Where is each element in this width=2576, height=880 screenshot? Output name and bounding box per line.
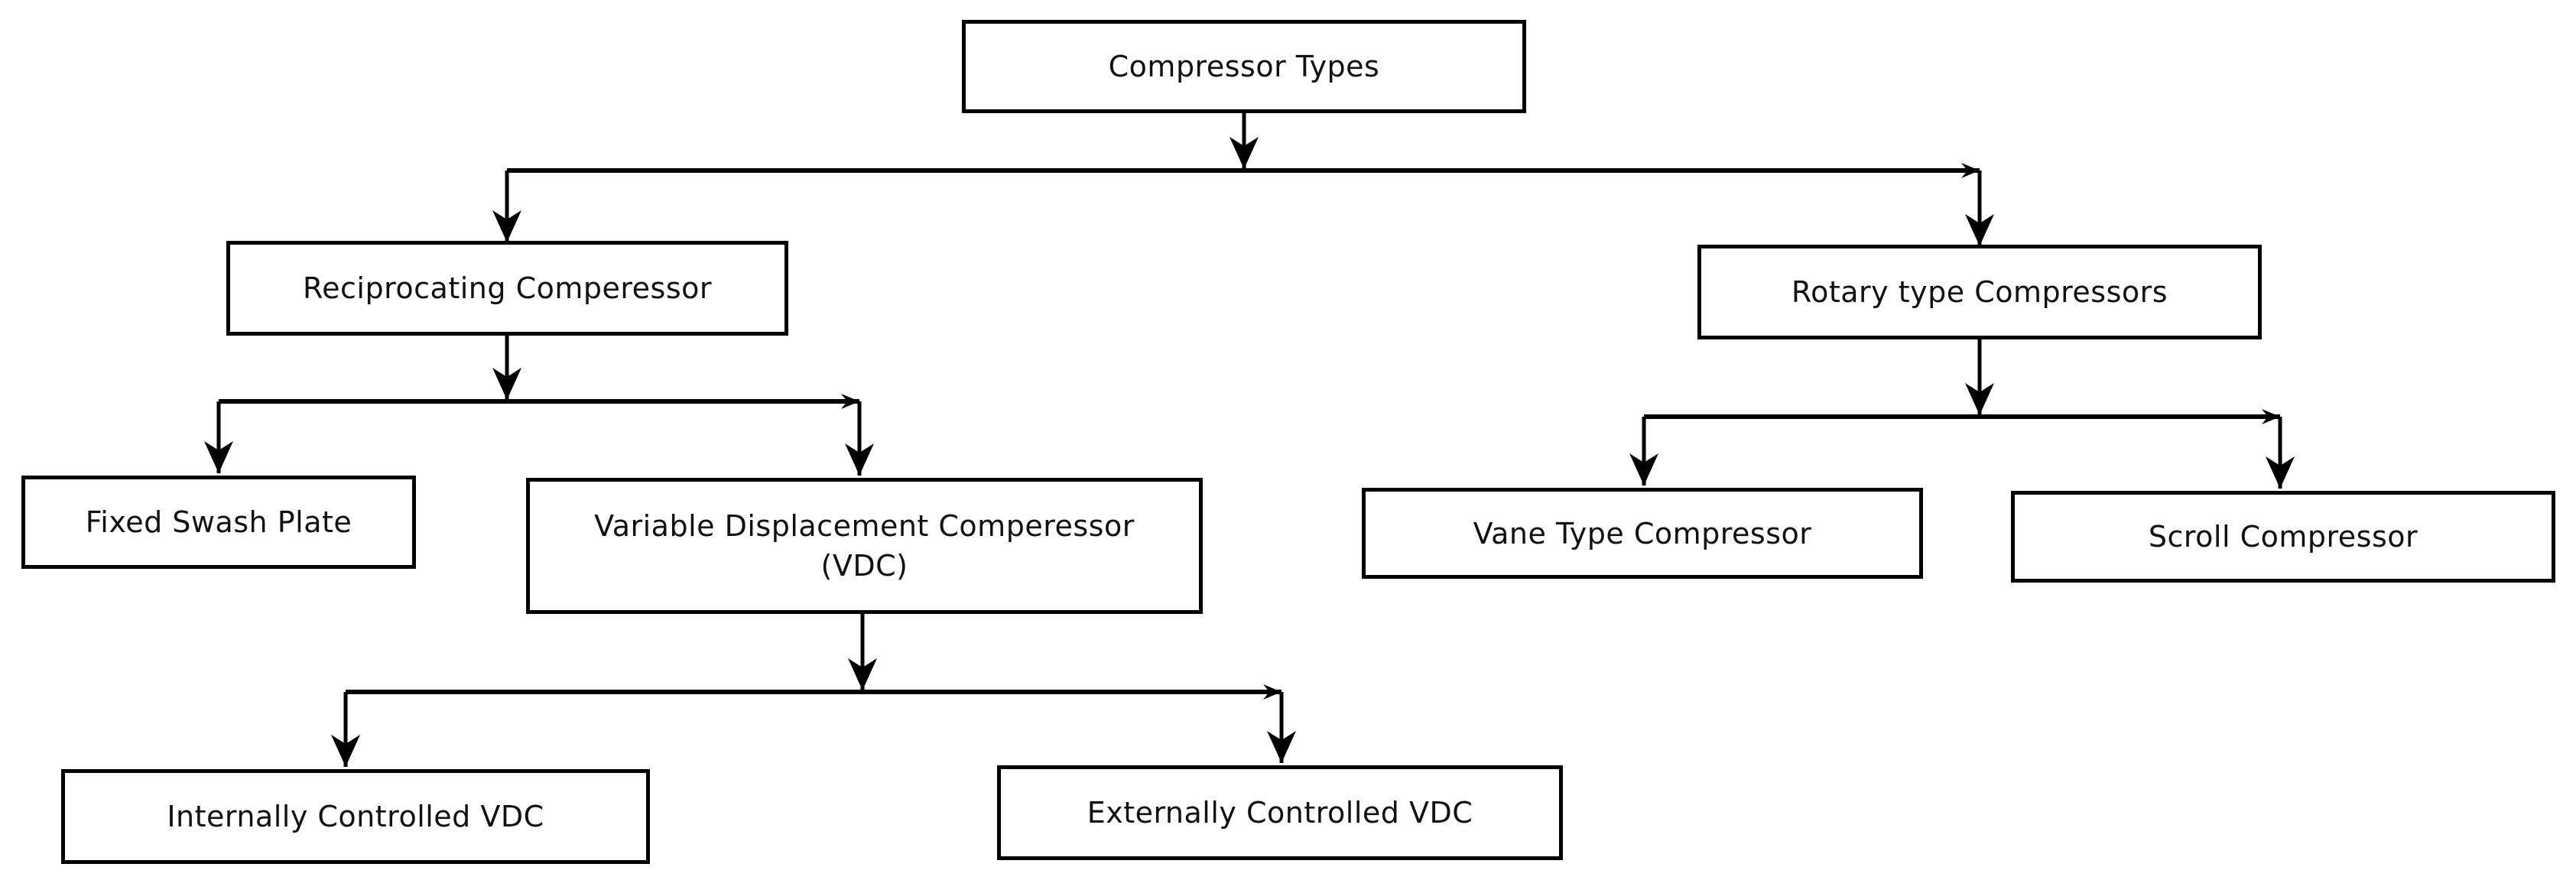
node-internally-controlled-vdc: Internally Controlled VDC [61,769,650,864]
node-rotary-type-compressors: Rotary type Compressors [1697,245,2262,339]
connector-root-to-children [492,112,1994,246]
node-label: Scroll Compressor [2148,520,2418,554]
node-fixed-swash-plate: Fixed Swash Plate [21,476,416,569]
node-label: Internally Controlled VDC [167,800,544,833]
node-label: Rotary type Compressors [1791,275,2168,309]
node-externally-controlled-vdc: Externally Controlled VDC [997,765,1563,860]
connector-rotary-to-children [1629,339,2295,489]
node-label: Vane Type Compressor [1473,516,1812,550]
node-vane-type-compressor: Vane Type Compressor [1362,488,1923,579]
node-reciprocating-compressor: Reciprocating Comperessor [226,241,788,336]
node-label: Fixed Swash Plate [85,505,352,539]
node-label: Compressor Types [1108,50,1380,83]
connector-vdc-to-children [331,614,1296,767]
node-variable-displacement-compressor: Variable Displacement Comperessor (VDC) [526,478,1203,614]
node-label-line2: (VDC) [820,549,908,583]
node-label: Variable Displacement Comperessor [594,509,1135,543]
node-label: Externally Controlled VDC [1087,796,1473,830]
node-label: Reciprocating Comperessor [302,271,713,305]
connector-reciprocating-to-children [204,336,874,476]
node-scroll-compressor: Scroll Compressor [2011,491,2555,583]
node-compressor-types: Compressor Types [962,20,1526,113]
